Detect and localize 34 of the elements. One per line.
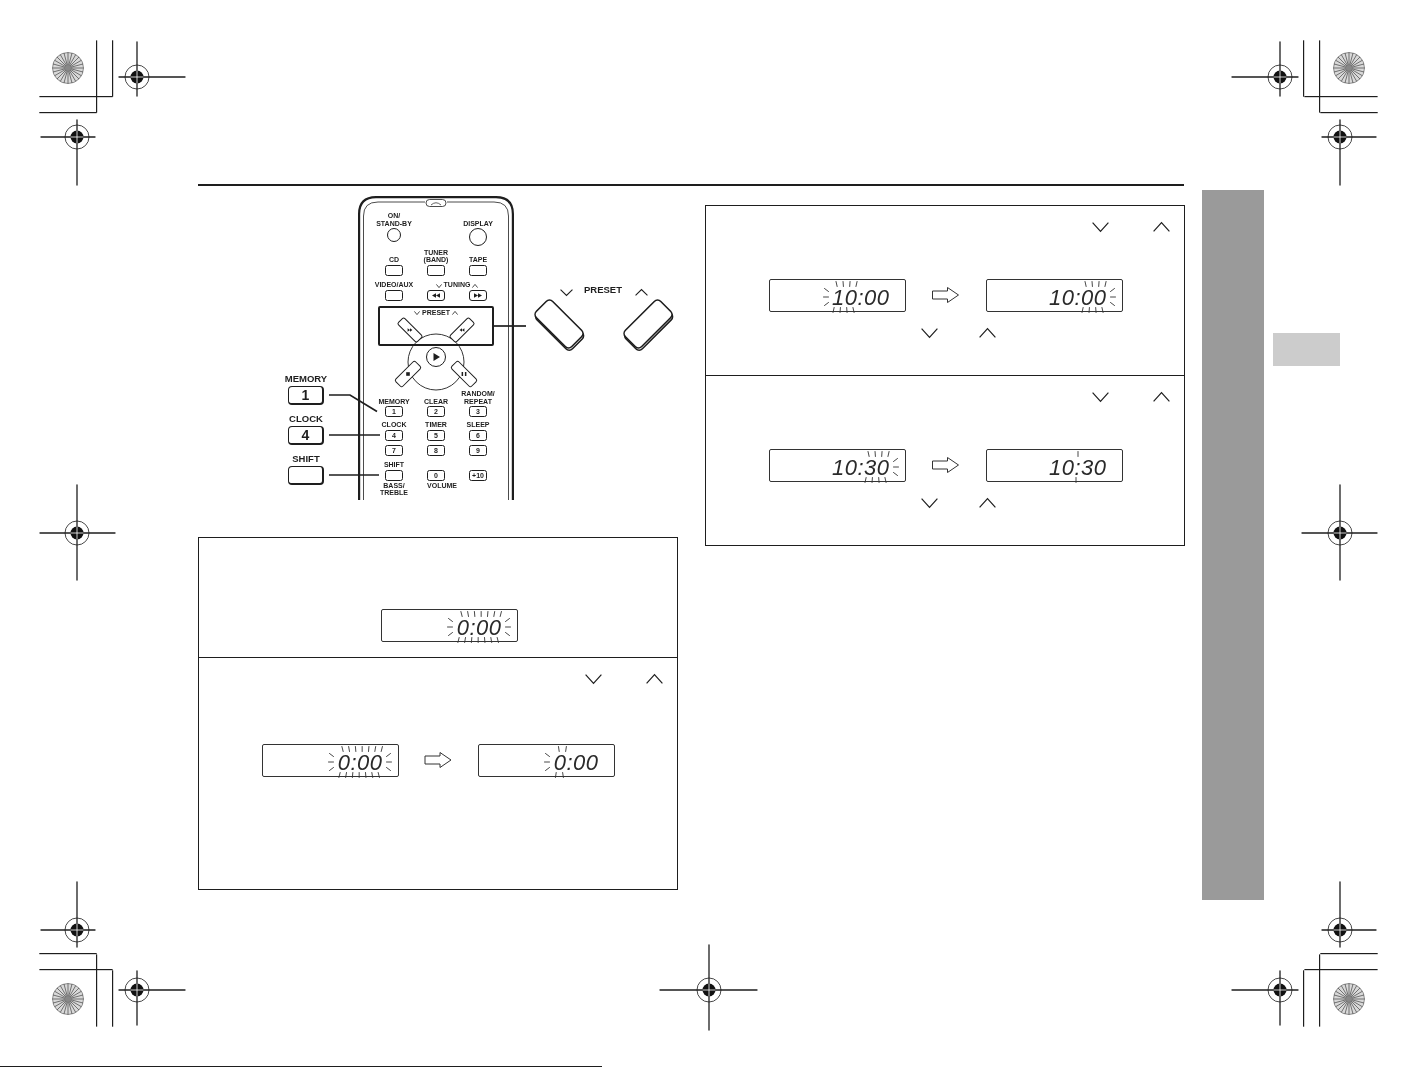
step-panel: [198, 657, 678, 890]
display-digits: 0:00: [553, 753, 599, 771]
display-digits: 0:00: [337, 753, 383, 771]
hollow-arrow: [424, 752, 452, 768]
lcd-display: [380, 608, 518, 642]
key-label: PRESET: [584, 285, 622, 295]
step-panel: [198, 537, 678, 658]
display-digits: 10:00: [1048, 288, 1107, 306]
side-tab-bar: [1202, 190, 1264, 900]
step-panel: [705, 375, 1185, 546]
lcd-display: [985, 278, 1123, 312]
lcd-display: [768, 448, 906, 482]
highlight-frame: [378, 306, 494, 346]
display-digits: 10:30: [831, 458, 890, 476]
hollow-arrow: [932, 287, 959, 303]
key-label: MEMORY: [284, 372, 328, 384]
key-label: CLOCK: [289, 412, 323, 424]
hollow-arrow: [932, 457, 959, 473]
display-digits: 0:00: [456, 618, 502, 636]
lcd-display: [477, 743, 615, 777]
remote-key: 1: [288, 385, 324, 405]
step-panel: [705, 205, 1185, 376]
index-tab: [1273, 333, 1340, 366]
leader-line: [328, 394, 378, 413]
lcd-display: [261, 743, 399, 777]
key-label: SHIFT: [292, 452, 320, 464]
display-digits: 10:30: [1048, 458, 1107, 476]
lcd-display: [768, 278, 906, 312]
leader-line: [328, 474, 380, 476]
lcd-display: [985, 448, 1123, 482]
display-digits: 10:00: [831, 288, 890, 306]
leader-line: [328, 434, 381, 436]
remote-key: 4: [288, 425, 324, 445]
leader-line: [493, 325, 527, 327]
